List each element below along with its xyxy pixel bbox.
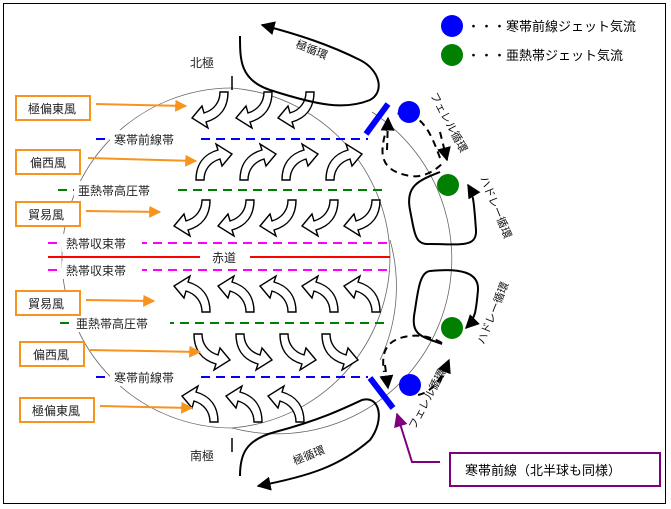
- wind-box-label: 偏西風: [33, 347, 69, 362]
- wind-box-label: 貿易風: [28, 297, 64, 311]
- trade-wind-arrow-south: [300, 274, 339, 313]
- subtropical-high-label-south: 亜熱帯高圧帯: [76, 316, 148, 331]
- earth-outline: [61, 87, 453, 435]
- legend-polar-front-jet-label: ・・・寒帯前線ジェット気流: [467, 19, 636, 35]
- wind-box-trade-winds-south: 貿易風: [15, 290, 156, 316]
- trade-wind-arrow-south: [258, 274, 297, 313]
- callout-label: 寒帯前線（北半球も同様）: [465, 463, 621, 479]
- wind-box-label: 貿易風: [28, 208, 64, 222]
- trade-wind-arrow-north: [300, 199, 339, 238]
- westerly-arrow-south: [193, 333, 232, 372]
- trade-wind-arrow-south: [342, 274, 381, 313]
- westerly-arrow-north: [325, 142, 364, 181]
- south-pole-label: 南極: [190, 448, 214, 463]
- polar-front-bar-south: [367, 376, 396, 410]
- polar-cell-south-loop: [239, 398, 380, 491]
- ferrel-cell-north-loop: [381, 112, 443, 178]
- polar-easterly-arrow-south: [224, 384, 263, 423]
- wind-box-label: 極偏東風: [28, 101, 76, 116]
- westerly-arrow-north: [239, 142, 278, 181]
- westerly-arrow-south: [235, 333, 274, 372]
- westerly-arrow-south: [279, 333, 318, 372]
- north-pole-label: 北極: [190, 55, 214, 70]
- polar-easterly-arrow-north: [234, 91, 273, 130]
- hadley-cell-label-south: ハドレー循環: [475, 280, 512, 346]
- westerly-arrow-north: [195, 142, 234, 181]
- trade-wind-arrow-north: [172, 199, 211, 238]
- subtropical-jet-north: [437, 174, 459, 196]
- legend-subtropical-jet-marker: [441, 44, 463, 66]
- trade-wind-arrow-north: [216, 199, 255, 238]
- wind-box-westerlies-north: 偏西風: [15, 149, 198, 175]
- legend-subtropical-jet-label: ・・・亜熱帯ジェット気流: [467, 48, 623, 64]
- surface-wind-arrows: [172, 91, 381, 423]
- polar-front-callout: 寒帯前線（北半球も同様）: [394, 412, 661, 487]
- equator-label: 赤道: [212, 251, 236, 265]
- wind-box-label: 極偏東風: [32, 403, 80, 418]
- ferrel-cell-label-north: フェレル循環: [427, 90, 469, 154]
- wind-box-polar-easterlies-south: 極偏東風: [19, 397, 194, 423]
- wind-box-trade-winds-north: 貿易風: [15, 201, 162, 227]
- subtropical-jet-south: [441, 317, 463, 339]
- wind-box-label: 偏西風: [30, 155, 66, 170]
- polar-front-label-south: 寒帯前線帯: [114, 370, 174, 385]
- polar-easterly-arrow-north: [190, 91, 229, 130]
- westerly-arrow-south: [321, 333, 360, 372]
- polar-easterly-arrow-south: [180, 384, 219, 423]
- polar-cell-label-south: 極循環: [291, 442, 327, 467]
- polar-front-label-north: 寒帯前線帯: [114, 132, 174, 147]
- legend-polar-front-jet-marker: [441, 15, 463, 37]
- wind-box-polar-easterlies-north: 極偏東風: [15, 95, 188, 121]
- westerly-arrow-north: [281, 142, 320, 181]
- hadley-cell-label-north: ハドレー循環: [477, 174, 514, 240]
- diagram-frame: [3, 3, 666, 504]
- polar-front-jet-north: [398, 101, 420, 123]
- hadley-cell-south-loop: [412, 269, 480, 345]
- legend: ・・・寒帯前線ジェット気流 ・・・亜熱帯ジェット気流: [441, 15, 636, 66]
- polar-front-bar-north: [363, 102, 391, 136]
- hadley-cell-north-loop: [408, 171, 481, 246]
- itcz-label-north: 熱帯収束帯: [66, 237, 126, 251]
- trade-wind-arrow-north: [342, 199, 381, 238]
- polar-front-jet-south: [399, 374, 421, 396]
- trade-wind-arrow-north: [258, 199, 297, 238]
- subtropical-high-label-north: 亜熱帯高圧帯: [78, 183, 150, 198]
- trade-wind-arrow-south: [172, 274, 211, 313]
- polar-cell-north-loop: [239, 21, 380, 107]
- polar-easterly-arrow-south: [266, 384, 305, 423]
- itcz-label-south: 熱帯収束帯: [66, 264, 126, 278]
- wind-box-westerlies-south: 偏西風: [19, 341, 202, 367]
- trade-wind-arrow-south: [216, 274, 255, 313]
